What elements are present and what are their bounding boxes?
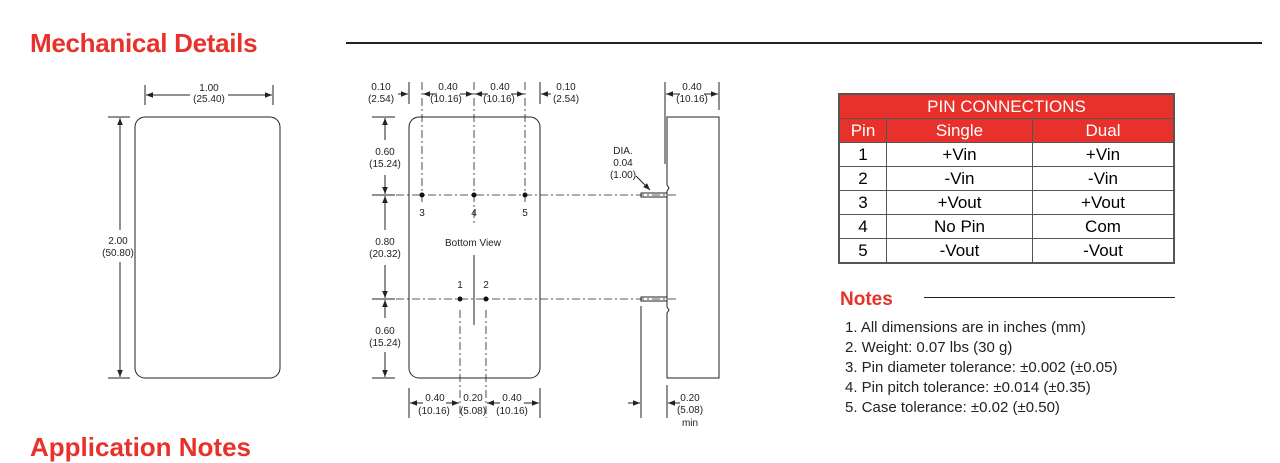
dim-top-4-mm: (2.54) [553,94,579,105]
dim-bottom-2: 0.20 [463,393,483,404]
front-height-mm: (50.80) [102,248,134,259]
dim-bottom-3-mm: (10.16) [496,406,528,417]
cell-pin: 3 [838,190,887,215]
dim-top-2: 0.40 [438,82,458,93]
note-item: 3. Pin diameter tolerance: ±0.002 (±0.05… [845,359,1118,376]
dim-left-3: 0.60 [375,326,395,337]
note-item: 5. Case tolerance: ±0.02 (±0.50) [845,399,1060,416]
table-title: PIN CONNECTIONS [838,93,1175,119]
cell-dual: +Vin [1032,142,1175,167]
dim-bottom-1-mm: (10.16) [418,406,450,417]
dim-top-3-mm: (10.16) [483,94,515,105]
cell-pin: 2 [838,166,887,191]
cell-single: -Vout [886,238,1033,264]
side-width: 0.40 [682,82,702,93]
side-view-outline [666,116,720,379]
table-row: 5-Vout-Vout [838,238,1175,264]
dim-left-2: 0.80 [375,237,395,248]
front-width-mm: (25.40) [193,94,225,105]
dim-top-2-mm: (10.16) [430,94,462,105]
notes-title: Notes [840,289,893,310]
cell-dual: -Vout [1032,238,1175,264]
cell-single: No Pin [886,214,1033,239]
dim-left-2-mm: (20.32) [369,249,401,260]
notes-rule [924,297,1175,298]
note-item: 1. All dimensions are in inches (mm) [845,319,1086,336]
cell-single: +Vin [886,142,1033,167]
dim-top-3: 0.40 [490,82,510,93]
bottom-view-outline [408,116,541,379]
pin-label-1: 1 [457,280,463,291]
note-item: 4. Pin pitch tolerance: ±0.014 (±0.35) [845,379,1091,396]
cell-dual: Com [1032,214,1175,239]
side-width-mm: (10.16) [676,94,708,105]
bottom-view-label: Bottom View [445,238,502,249]
mechanical-drawing: 1.00 (25.40) 2.00 (50.80) 0.10 (2.54) 0.… [102,82,720,429]
cell-pin: 4 [838,214,887,239]
pin-connections-table: PIN CONNECTIONS Pin Single Dual 1+Vin+Vi… [838,93,1175,264]
cell-pin: 1 [838,142,887,167]
header-dual: Dual [1032,118,1175,143]
pin-dots [419,192,528,302]
section-title: Mechanical Details [30,28,258,58]
next-section-title: Application Notes [30,432,252,462]
dim-left-1: 0.60 [375,147,395,158]
pin-dia-mm: (1.00) [610,170,636,181]
pin-length: 0.20 [680,393,700,404]
dim-left-1-mm: (15.24) [369,159,401,170]
cell-single: -Vin [886,166,1033,191]
table-row: 3+Vout+Vout [838,190,1175,215]
header-single: Single [886,118,1033,143]
front-width: 1.00 [199,83,219,94]
pin-dia: 0.04 [613,158,633,169]
front-view-outline [134,116,281,379]
note-item: 2. Weight: 0.07 lbs (30 g) [845,339,1013,356]
cell-dual: -Vin [1032,166,1175,191]
dim-bottom-1: 0.40 [425,393,445,404]
table-row: 1+Vin+Vin [838,142,1175,167]
cell-single: +Vout [886,190,1033,215]
front-height: 2.00 [108,236,128,247]
dim-top-1: 0.10 [371,82,391,93]
title-rule [346,42,1262,44]
dim-left-3-mm: (15.24) [369,338,401,349]
dim-bottom-3: 0.40 [502,393,522,404]
pin-label-5: 5 [522,208,528,219]
dim-bottom-2-mm: (5.08) [460,406,486,417]
pin-label-3: 3 [419,208,425,219]
pin-label-4: 4 [471,208,477,219]
pin-length-mm: (5.08) [677,405,703,416]
cell-dual: +Vout [1032,190,1175,215]
pin-label-2: 2 [483,280,489,291]
pin-length-note: min [682,418,698,429]
pin-dia-label: DIA. [613,146,632,157]
dim-top-4: 0.10 [556,82,576,93]
header-pin: Pin [838,118,887,143]
table-row: 2-Vin-Vin [838,166,1175,191]
dim-top-1-mm: (2.54) [368,94,394,105]
cell-pin: 5 [838,238,887,264]
notes-list: 1. All dimensions are in inches (mm) 2. … [845,318,1117,418]
